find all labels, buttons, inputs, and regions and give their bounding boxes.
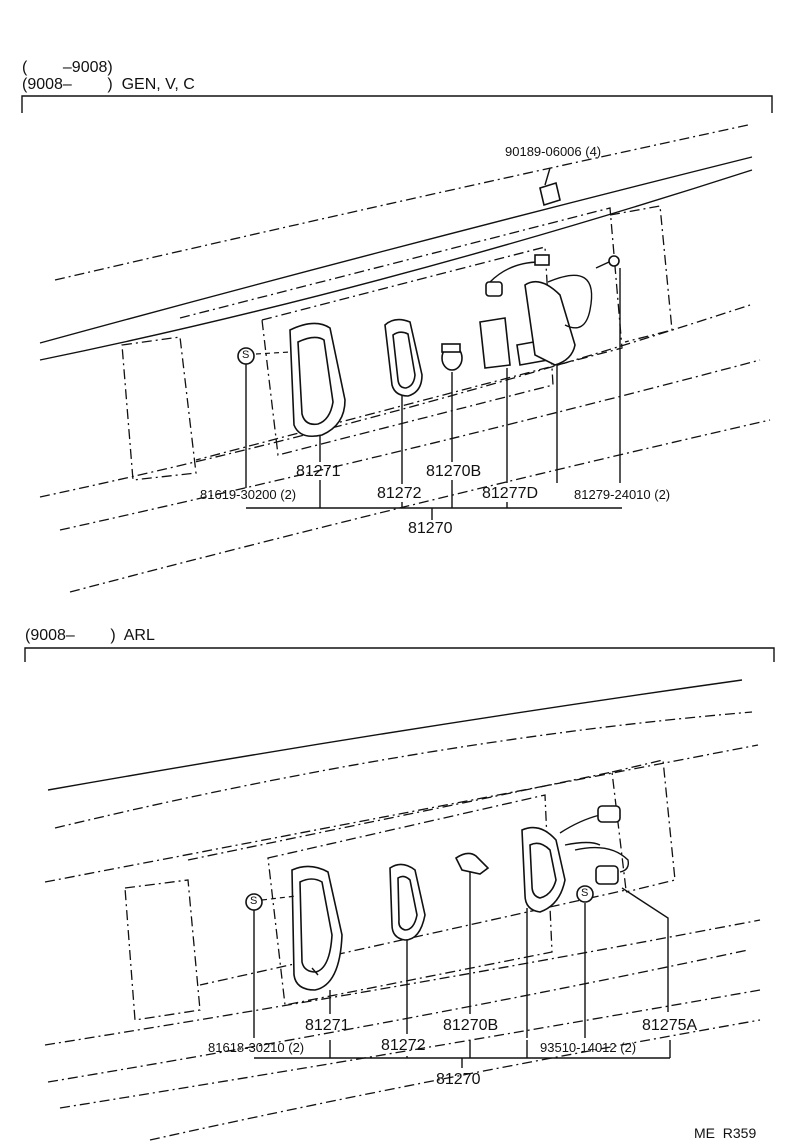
bottom-label-bulb: 81270B [443, 1017, 499, 1034]
bottom-s-symbol-right [576, 885, 594, 903]
bottom-label-lamp-body: 81271 [305, 1017, 350, 1034]
top-bulb [441, 343, 463, 371]
top-header-line2: (9008– ) GEN, V, C [22, 76, 195, 93]
bottom-socket-assembly [521, 805, 630, 913]
bottom-label-assembly: 81270 [436, 1071, 481, 1088]
top-label-lamp-body: 81271 [296, 463, 341, 480]
top-header-line1: ( –9008) [22, 59, 113, 76]
bottom-leaders [253, 872, 671, 1068]
top-label-screw-right: 81279-24010 (2) [574, 487, 671, 502]
top-s-symbol [237, 347, 255, 365]
footer-reference: ME R359 [694, 1125, 757, 1141]
bottom-section-frame [24, 647, 775, 662]
bottom-header: (9008– ) ARL [25, 627, 155, 644]
top-leaders [245, 167, 622, 520]
top-lamp-body [289, 322, 346, 438]
top-section-frame [21, 95, 773, 113]
top-screw-right [595, 255, 620, 269]
bottom-gasket [389, 863, 426, 941]
top-garnish-panel [121, 205, 673, 481]
bottom-label-screw-left: 81618-30210 (2) [208, 1040, 305, 1055]
top-label-gasket: 81272 [377, 485, 422, 502]
top-s-symbol-label: S [242, 349, 250, 361]
top-label-clip: 90189-06006 (4) [505, 144, 602, 159]
bottom-garnish-panel [124, 759, 676, 1021]
bottom-label-gasket: 81272 [381, 1037, 426, 1054]
top-socket-assembly [479, 254, 593, 369]
bottom-s-symbol-left-label: S [250, 895, 258, 907]
top-label-socket: 81277D [482, 485, 539, 502]
top-bumper-lines [39, 124, 771, 593]
top-label-bulb: 81270B [426, 463, 482, 480]
bottom-s-symbol-left [245, 893, 263, 911]
top-label-screw-left: 81619-30200 (2) [200, 487, 297, 502]
top-label-assembly: 81270 [408, 520, 453, 537]
top-clip [539, 181, 561, 207]
top-gasket [384, 318, 423, 397]
bottom-label-socket: 81275A [642, 1017, 698, 1034]
bottom-lamp-body [291, 865, 343, 991]
bottom-label-screw-right: 93510-14012 (2) [540, 1040, 637, 1055]
bottom-s-symbol-right-label: S [581, 887, 589, 899]
bottom-bumper-lines [44, 679, 761, 1141]
bottom-bulb [454, 852, 490, 875]
